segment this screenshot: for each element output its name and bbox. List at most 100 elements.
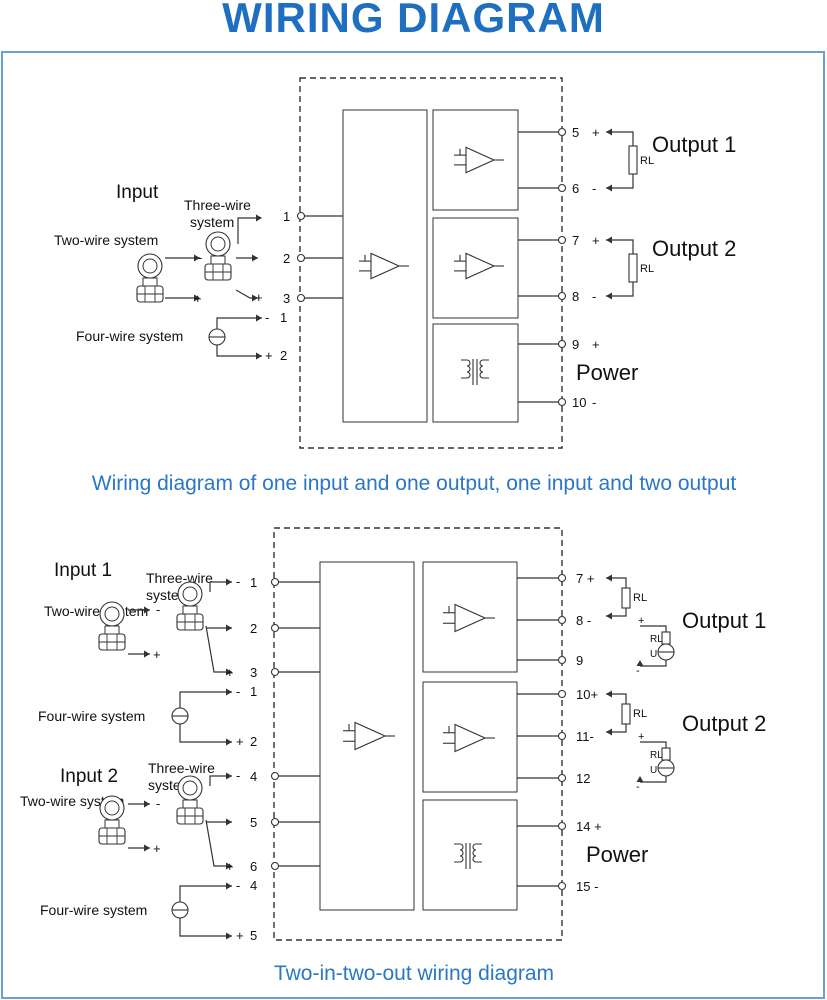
terminal-sign: - <box>592 289 596 304</box>
terminal-sign: + <box>236 928 244 943</box>
input-terminal <box>270 861 280 871</box>
diagram-one-input <box>299 77 563 449</box>
output-block-2-1 <box>422 561 518 673</box>
arrow-up-icon <box>636 776 644 782</box>
three-wire-label: Three-wire <box>146 570 213 586</box>
terminal-sign: + <box>592 233 600 248</box>
input-terminal <box>296 253 306 263</box>
arrow-right-icon <box>144 606 150 614</box>
terminal-sign: + <box>592 125 600 140</box>
rl-label: RL <box>650 634 663 645</box>
terminal-number: 15 - <box>576 879 598 894</box>
two-wire-label: Two-wire system <box>44 603 148 619</box>
terminal-number: 2 <box>283 251 290 266</box>
page-title: WIRING DIAGRAM <box>222 0 605 41</box>
terminal-number: 5 <box>250 928 257 943</box>
four-wire-source-icon <box>171 707 189 725</box>
output-terminal <box>557 655 567 665</box>
transmitter-dial <box>182 586 198 602</box>
sign: + <box>194 291 202 306</box>
load-resistor-icon <box>661 747 671 761</box>
amplifier-triangle <box>454 723 487 753</box>
three-wire-label: Three-wire <box>184 197 251 213</box>
arrow-right-icon <box>144 650 150 658</box>
terminal-number: 12 <box>576 771 590 786</box>
output2-label-2: Output 2 <box>682 711 766 736</box>
terminal-number: 3 <box>283 291 290 306</box>
terminal-sign: - <box>265 310 269 325</box>
output-terminal <box>557 573 567 583</box>
four-wire-source-icon <box>171 901 189 919</box>
output-terminal <box>557 397 567 407</box>
load-wire <box>606 239 634 254</box>
load-resistor-icon <box>661 631 671 645</box>
sign: + <box>226 859 234 874</box>
output-block-2-2 <box>422 681 518 793</box>
caption-2: Two-in-two-out wiring diagram <box>274 962 554 985</box>
rl-label: RL <box>633 708 647 720</box>
diagram-two-in-two-out <box>273 527 563 941</box>
transmitter-neck <box>182 605 198 615</box>
transformer-secondary <box>479 359 489 379</box>
power-label: Power <box>576 360 638 385</box>
output-block-2 <box>432 217 519 319</box>
terminal-number: 5 <box>572 125 579 140</box>
output-terminal <box>557 689 567 699</box>
output-amplifier-icon-1 <box>454 146 504 174</box>
transformer-primary <box>454 843 464 863</box>
wire <box>235 289 258 299</box>
four-wire-label: Four-wire system <box>38 708 145 724</box>
two-wire-transmitter-icon <box>98 795 126 845</box>
terminal-number: 9 <box>576 653 583 668</box>
wire <box>216 345 262 357</box>
sign: + <box>226 665 234 680</box>
wire <box>179 724 232 743</box>
input-amplifier-icon-2 <box>343 721 395 751</box>
output2-label: Output 2 <box>652 236 736 261</box>
arrow-right-icon <box>194 294 200 302</box>
transformer-icon <box>461 359 489 385</box>
load-wire <box>606 282 634 297</box>
input-terminal <box>270 667 280 677</box>
output-terminal <box>557 731 567 741</box>
transmitter-head <box>99 795 125 821</box>
load-wire <box>606 608 627 617</box>
terminal-number: 1 <box>283 209 290 224</box>
four-wire-label: Four-wire system <box>40 902 147 918</box>
rl-label: RL <box>633 592 647 604</box>
terminal-number: 10+ <box>576 687 598 702</box>
load-wire <box>640 776 667 783</box>
power-block <box>432 323 519 423</box>
amplifier-triangle <box>370 252 401 280</box>
terminal-number: 2 <box>250 621 257 636</box>
input-terminal <box>296 211 306 221</box>
terminal-number: 11- <box>576 729 594 744</box>
input-terminal <box>270 771 280 781</box>
output-terminal <box>557 235 567 245</box>
transformer-primary <box>461 359 471 379</box>
terminal-number: 9 <box>572 337 579 352</box>
arrow-right-icon <box>226 578 232 586</box>
transmitter-neck <box>142 277 158 287</box>
arrow-right-icon <box>226 862 232 870</box>
terminal-number: 2 <box>250 734 257 749</box>
arrow-right-icon <box>226 688 232 696</box>
transmitter-head <box>99 601 125 627</box>
arrow-right-icon <box>194 254 200 262</box>
power-block-2 <box>422 799 518 911</box>
load-resistor-icon <box>621 703 631 725</box>
input1-title: Input 1 <box>54 560 112 581</box>
sign: - <box>236 574 240 589</box>
wire <box>209 581 232 592</box>
sign: - <box>636 665 640 677</box>
input-terminal <box>270 577 280 587</box>
arrow-left-icon <box>606 128 612 136</box>
input-block-2 <box>319 561 415 911</box>
terminal-sign: + <box>265 348 273 363</box>
terminal-number: 3 <box>250 665 257 680</box>
two-wire-transmitter-icon <box>136 253 164 303</box>
output-amplifier-icon-2-2 <box>443 723 495 753</box>
load-wire <box>606 174 634 189</box>
wire <box>209 775 232 786</box>
load-resistor-icon <box>621 587 631 609</box>
